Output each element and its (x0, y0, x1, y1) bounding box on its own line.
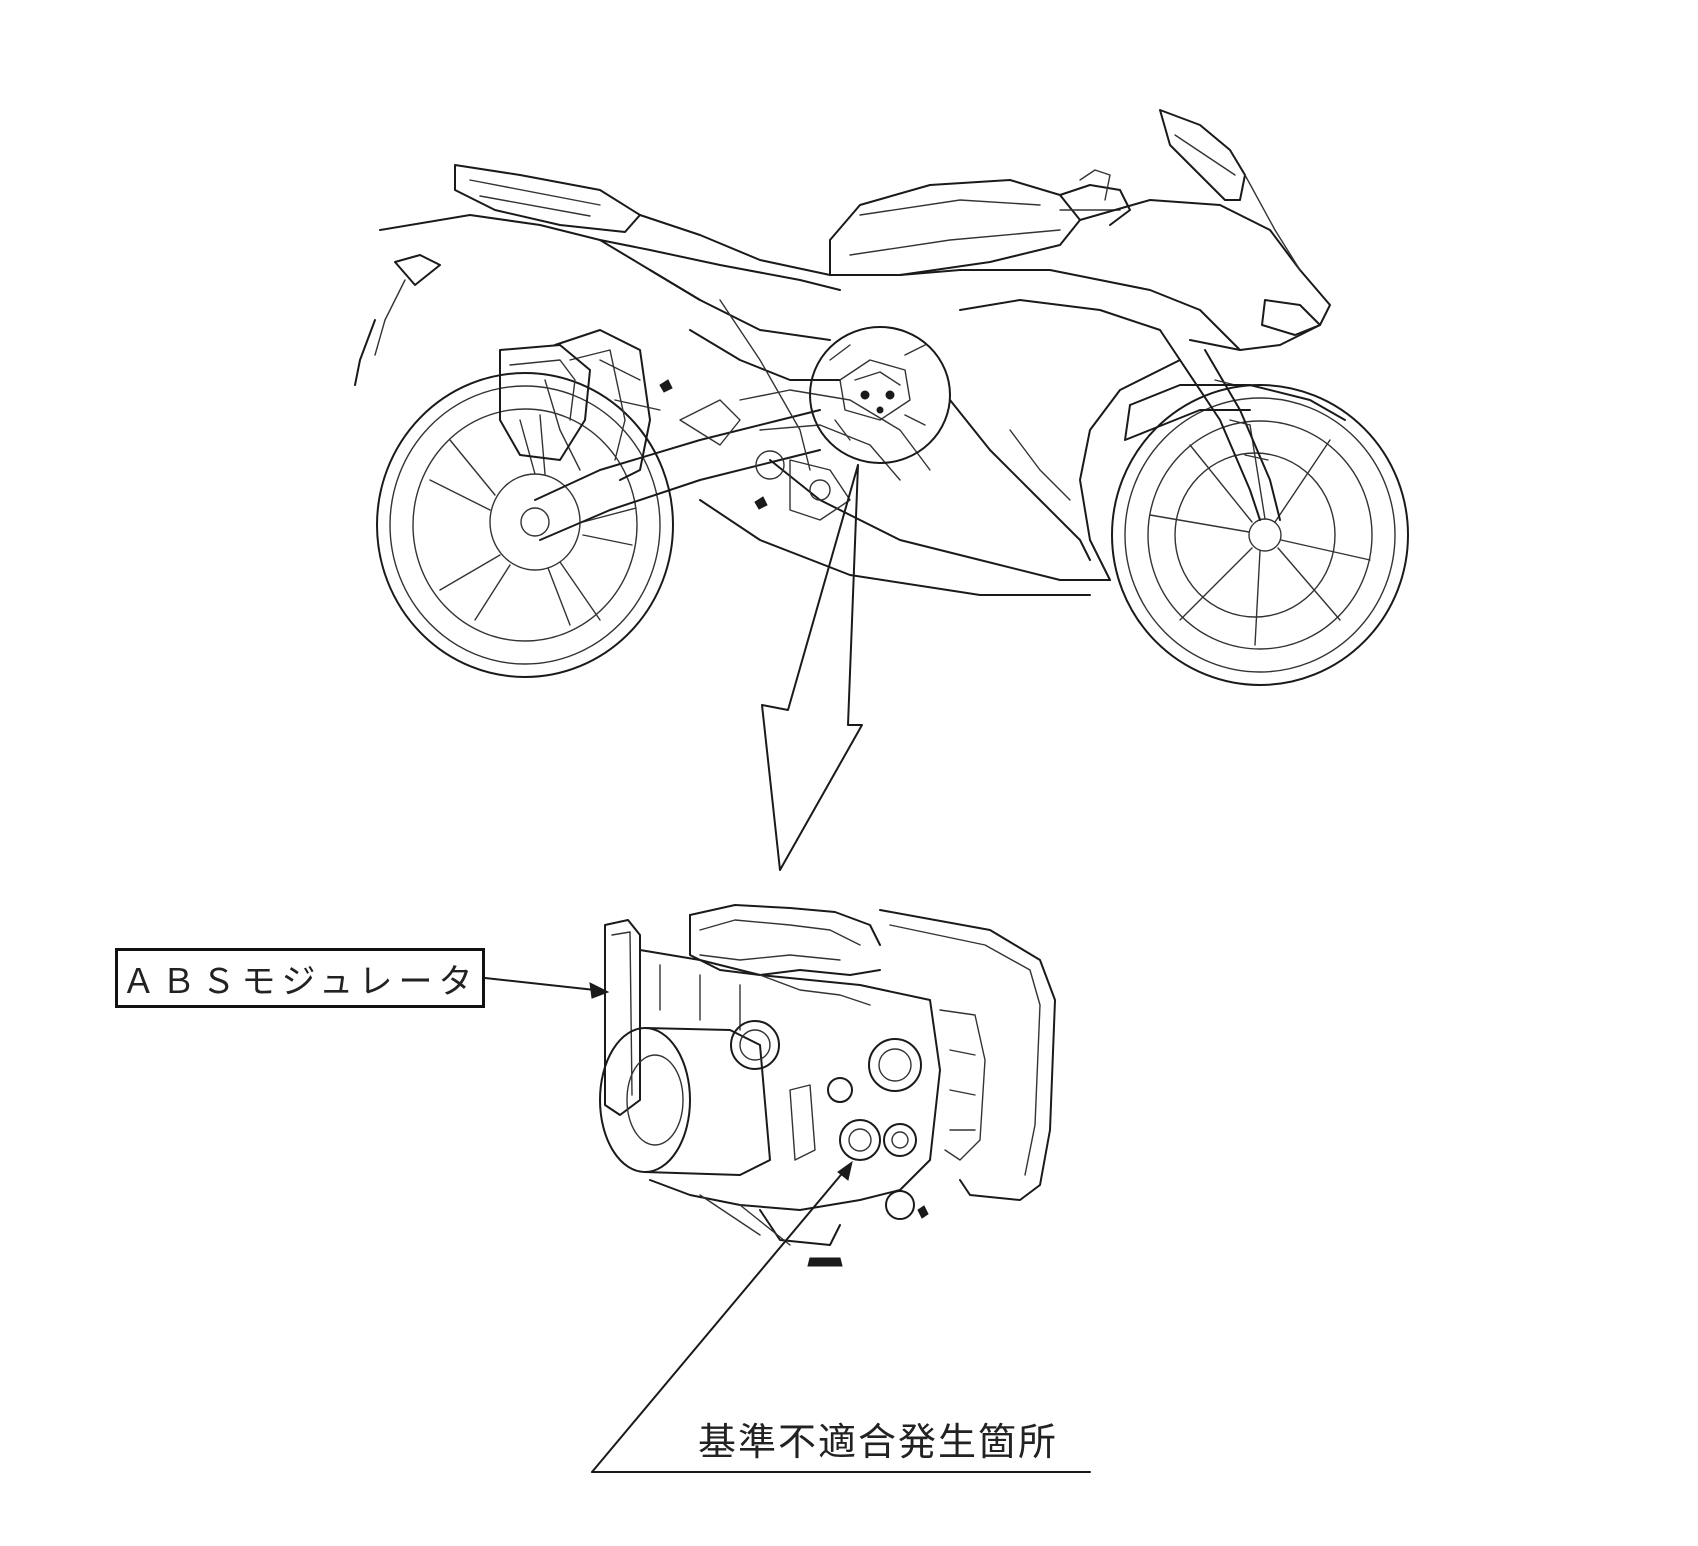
motorcycle-body (354, 109, 1346, 596)
abs-unit-small (829, 344, 926, 441)
rear-wheel (376, 372, 674, 678)
abs-modulator-illustration (599, 904, 1056, 1267)
defect-location-label: 基準不適合発生箇所 (697, 1419, 1058, 1464)
abs-modulator-label: ＡＢＳモジュレータ (115, 948, 485, 1008)
defect-leader (591, 1160, 1091, 1473)
front-wheel (1111, 384, 1409, 686)
pointer-arrow (761, 464, 863, 871)
motorcycle-illustration (354, 109, 1409, 686)
component-leader (484, 977, 610, 999)
abs-location-highlight (809, 326, 951, 464)
